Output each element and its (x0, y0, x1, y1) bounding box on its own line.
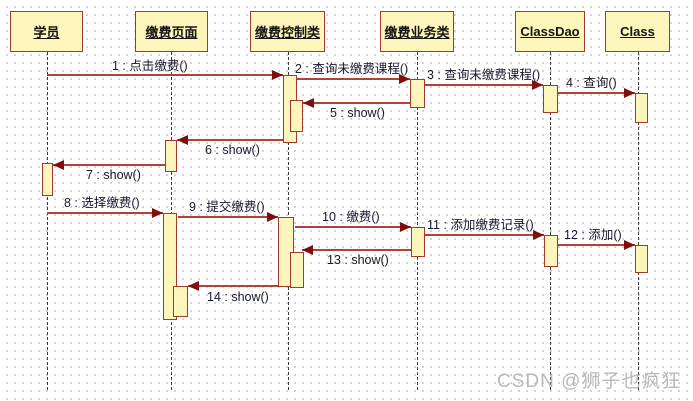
message-arrowhead-icon (188, 281, 199, 291)
activation-bar (410, 79, 425, 108)
message-arrowhead-icon (303, 98, 314, 108)
message-line (295, 226, 411, 228)
message-arrowhead-icon (272, 70, 283, 80)
lifeline-dashed-line (47, 52, 48, 390)
message-label: 2 : 查询未缴费课程() (295, 62, 409, 76)
lifeline-dashed-line (638, 52, 639, 390)
message-arrowhead-icon (399, 74, 410, 84)
lifeline-header-box: 学员 (10, 11, 83, 52)
message-arrowhead-icon (302, 245, 313, 255)
lifeline-header-box: 缴费页面 (135, 11, 208, 52)
activation-bar (173, 286, 188, 317)
message-arrowhead-icon (152, 208, 163, 218)
message-line (47, 212, 163, 214)
activation-bar (290, 252, 304, 288)
message-line (425, 234, 544, 236)
message-label: 5 : show() (330, 106, 385, 120)
message-line (297, 78, 410, 80)
message-arrowhead-icon (624, 240, 635, 250)
lifeline-dashed-line (550, 52, 551, 390)
message-line (558, 92, 635, 94)
lifeline-name: 缴费页面 (145, 25, 198, 40)
message-arrowhead-icon (177, 135, 188, 145)
message-arrowhead-icon (53, 160, 64, 170)
lifeline-header-box: Class (605, 11, 670, 52)
message-label: 4 : 查询() (566, 76, 617, 90)
message-label: 7 : show() (86, 168, 141, 182)
lifeline-header-box: 缴费业务类 (380, 11, 454, 52)
activation-bar (411, 227, 425, 257)
message-arrowhead-icon (400, 222, 411, 232)
message-line (558, 244, 635, 246)
lifeline-name: Class (620, 24, 655, 39)
lifeline-header-box: 缴费控制类 (250, 11, 325, 52)
lifeline-name: 学员 (33, 25, 60, 40)
message-label: 9 : 提交缴费() (189, 200, 265, 214)
activation-bar (42, 163, 53, 196)
activation-bar (290, 100, 303, 132)
message-line (177, 139, 283, 141)
message-label: 13 : show() (327, 253, 389, 267)
message-arrowhead-icon (624, 88, 635, 98)
lifeline-dashed-line (417, 52, 418, 390)
activation-bar (544, 235, 558, 267)
activation-bar (635, 93, 648, 123)
message-line (178, 216, 278, 218)
message-line (188, 285, 278, 287)
message-label: 3 : 查询未缴费课程() (427, 68, 541, 82)
message-line (47, 74, 283, 76)
message-label: 1 : 点击缴费() (112, 59, 188, 73)
message-label: 10 : 缴费() (322, 210, 380, 224)
lifeline-name: 缴费业务类 (384, 25, 450, 40)
activation-bar (165, 140, 177, 172)
activation-bar (543, 85, 558, 113)
activation-bar (635, 245, 648, 273)
message-label: 12 : 添加() (564, 228, 622, 242)
watermark-text: CSDN @狮子也疯狂 (497, 371, 682, 392)
message-line (302, 249, 411, 251)
message-arrowhead-icon (532, 80, 543, 90)
lifeline-name: 缴费控制类 (254, 25, 320, 40)
message-label: 8 : 选择缴费() (64, 196, 140, 210)
message-label: 11 : 添加缴费记录() (427, 218, 534, 232)
lifeline-header-box: ClassDao (515, 11, 585, 52)
message-line (303, 102, 410, 104)
message-line (53, 164, 165, 166)
lifeline-name: ClassDao (520, 24, 580, 39)
message-arrowhead-icon (533, 230, 544, 240)
message-line (425, 84, 543, 86)
message-label: 6 : show() (205, 143, 260, 157)
message-label: 14 : show() (207, 290, 269, 304)
message-arrowhead-icon (267, 212, 278, 222)
